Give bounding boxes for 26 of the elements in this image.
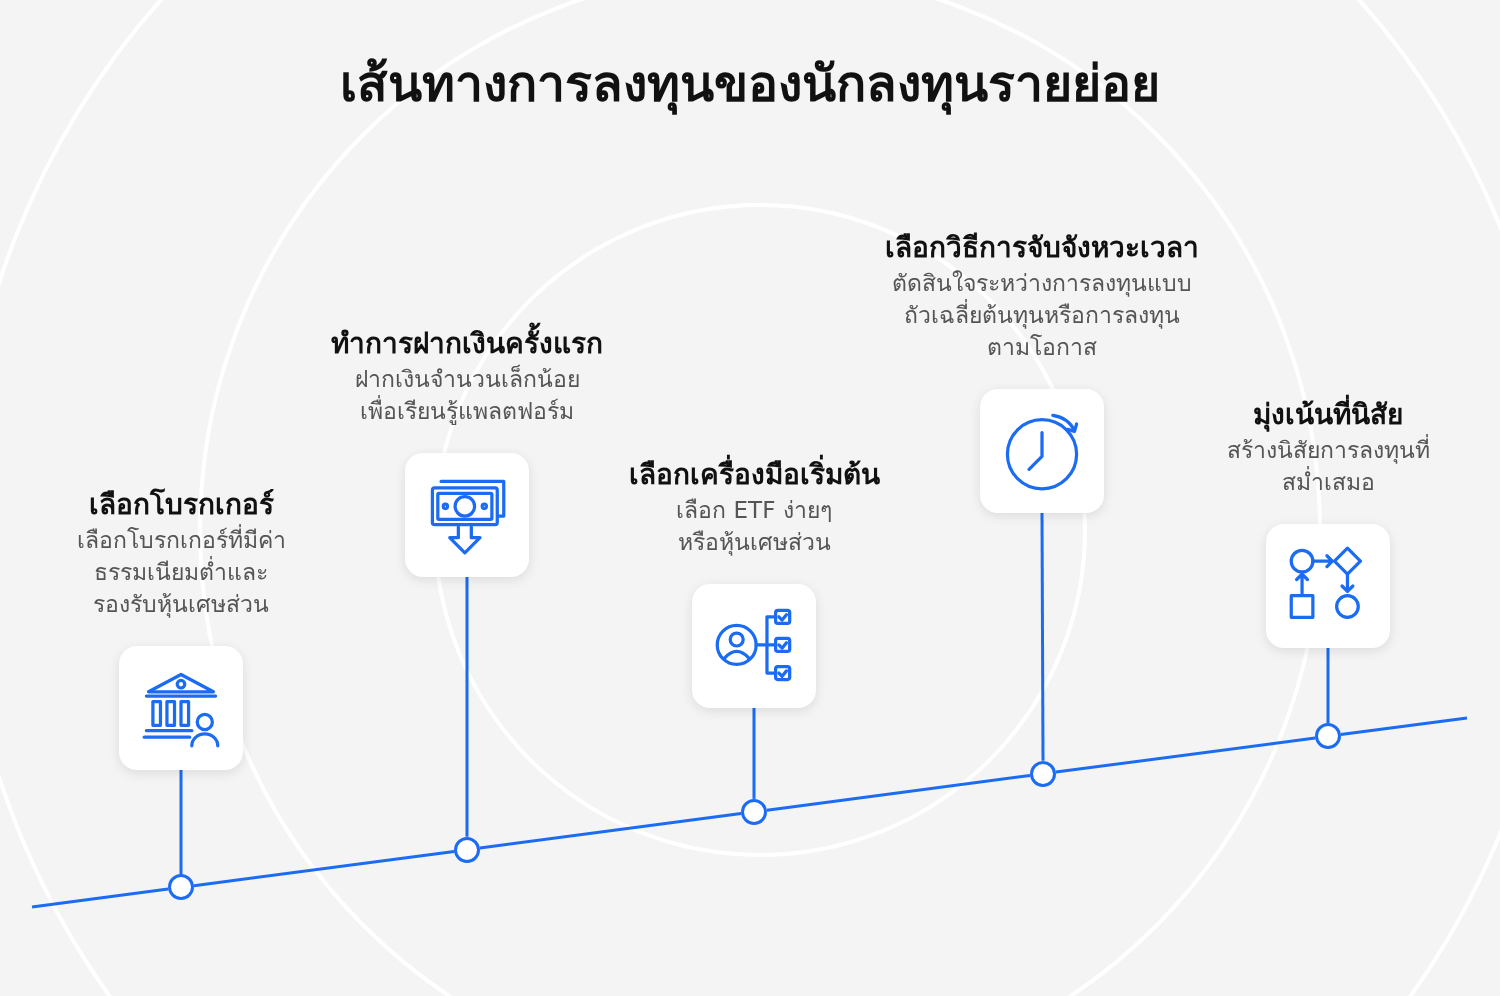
step-description: สร้างนิสัยการลงทุนที่สม่ำเสมอ <box>1217 434 1439 498</box>
timeline-dot <box>1315 723 1341 750</box>
connector-line <box>1326 648 1330 724</box>
timeline-line <box>479 812 742 850</box>
timeline-line <box>766 774 1031 812</box>
timeline-line <box>193 849 455 888</box>
step-title: เลือกโบรกเกอร์ <box>88 487 274 524</box>
step-title: มุ่งเน้นที่นิสัย <box>1253 396 1403 434</box>
step-title: เลือกวิธีการจับจังหวะเวลา <box>885 230 1199 267</box>
connector-line <box>752 708 756 799</box>
step-description: ฝากเงินจำนวนเล็กน้อยเพื่อเรียนรู้แพลตฟอร์ม <box>353 363 581 427</box>
timeline-line <box>1055 736 1316 774</box>
timeline-dot <box>454 836 480 863</box>
step-title: เลือกเครื่องมือเริ่มต้น <box>628 456 880 494</box>
timeline-dot <box>168 874 194 901</box>
connector-line <box>179 770 183 875</box>
page-title: เส้นทางการลงทุนของนักลงทุนรายย่อย <box>340 54 1160 117</box>
connector-line <box>465 577 469 837</box>
timeline-line <box>1340 716 1468 737</box>
step-description: ตัดสินใจระหว่างการลงทุนแบบถัวเฉลี่ยต้นทุนหรือการลงทุนตามโอกาส <box>891 269 1193 362</box>
timeline-dot <box>1030 760 1056 787</box>
step-description: เลือก ETF ง่ายๆหรือหุ้นเศษส่วน <box>675 496 833 558</box>
timeline-line <box>31 887 169 909</box>
timeline-dot <box>741 798 767 825</box>
step-description: เลือกโบรกเกอร์ที่มีค่าธรรมเนียมต่ำและรองรับหุ้นเศษส่วน <box>65 524 297 620</box>
connector-line <box>1040 513 1045 761</box>
